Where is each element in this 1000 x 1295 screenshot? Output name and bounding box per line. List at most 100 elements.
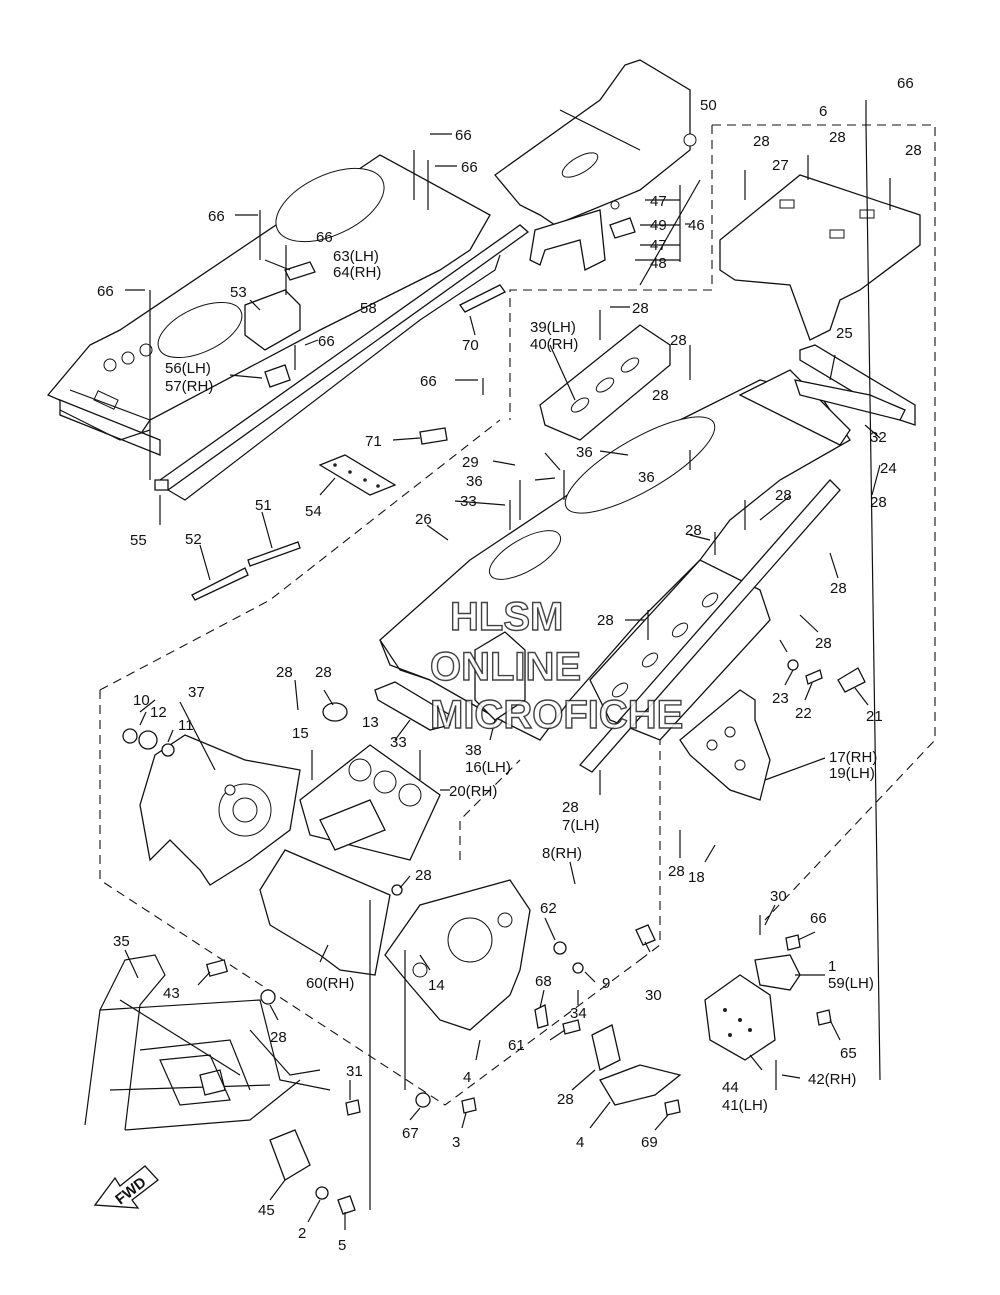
bolt-21 bbox=[805, 669, 823, 685]
callout-2: 45 bbox=[258, 1202, 275, 1219]
callout-28: 28 bbox=[775, 487, 792, 504]
callout-44: 28 bbox=[557, 1091, 574, 1108]
fwd-arrow-icon: FWD bbox=[93, 1165, 159, 1209]
callout-7: 28 bbox=[562, 799, 579, 816]
callout-6: 6 bbox=[819, 103, 827, 120]
bracket-23 bbox=[374, 681, 451, 731]
clip-38 bbox=[837, 667, 866, 693]
callout-13: 11 bbox=[178, 717, 194, 734]
callout-4: 31 bbox=[346, 1063, 363, 1080]
callout-16: 38 bbox=[465, 742, 482, 759]
callout-61: 65 bbox=[840, 1045, 857, 1062]
bolt-61 bbox=[816, 1009, 832, 1026]
slide-rail-7-8 bbox=[578, 479, 841, 773]
strip-51 bbox=[247, 541, 301, 567]
callout-23: 33 bbox=[390, 734, 407, 751]
plate-2 bbox=[269, 1129, 311, 1181]
bolt-45 bbox=[664, 1099, 681, 1116]
callout-27: 27 bbox=[772, 157, 789, 174]
callout-33: 33 bbox=[460, 493, 477, 510]
callout-12: 10 bbox=[133, 692, 150, 709]
callout-14: 60(RH) bbox=[306, 975, 354, 992]
callout-50: 50 bbox=[700, 97, 717, 114]
callout-25: 25 bbox=[836, 325, 853, 342]
callout-28: 28 bbox=[829, 129, 846, 146]
grommet-37 bbox=[322, 702, 348, 722]
callout-70: 70 bbox=[462, 337, 479, 354]
bearing-11 bbox=[138, 730, 158, 750]
callout-28: 4 bbox=[463, 1069, 471, 1086]
callout-45: 69 bbox=[641, 1134, 658, 1151]
callout-66: 30 bbox=[770, 888, 787, 905]
callout-30: 9 bbox=[602, 975, 610, 992]
grommet-65 bbox=[260, 989, 276, 1005]
nut-3 bbox=[415, 1092, 431, 1108]
callout-28: 18 bbox=[688, 869, 705, 886]
callout-11: 12 bbox=[150, 704, 167, 721]
tank-14 bbox=[259, 849, 391, 976]
callout-58: 58 bbox=[360, 300, 377, 317]
callout-57: 57(RH) bbox=[165, 378, 213, 395]
callout-4: 3 bbox=[452, 1134, 460, 1151]
callout-3: 67 bbox=[402, 1125, 419, 1142]
watermark-line3: MICROFICHE bbox=[430, 693, 683, 737]
bolt-31 bbox=[562, 1019, 581, 1035]
clip-34 bbox=[534, 1004, 549, 1029]
bolt-62 bbox=[785, 934, 801, 951]
callout-51: 51 bbox=[255, 497, 272, 514]
washer-13 bbox=[161, 743, 175, 757]
callout-24: 24 bbox=[880, 460, 897, 477]
bracket-41-42 bbox=[704, 974, 776, 1061]
nut-30 bbox=[572, 962, 584, 974]
callout-28: 28 bbox=[632, 300, 649, 317]
callout-43: 30 bbox=[645, 987, 662, 1004]
callout-60: 59(LH) bbox=[828, 975, 874, 992]
callout-40: 40(RH) bbox=[530, 336, 578, 353]
callout-28: 34 bbox=[570, 1005, 587, 1022]
callout-22: 23 bbox=[772, 690, 789, 707]
callout-64: 64(RH) bbox=[333, 264, 381, 281]
leader-lines bbox=[124, 133, 881, 1230]
callout-19: 17(RH) bbox=[829, 749, 877, 766]
callout-4: 5 bbox=[338, 1237, 346, 1254]
callout-55: 55 bbox=[130, 532, 147, 549]
ring-12 bbox=[122, 728, 138, 744]
callout-41: 44 bbox=[722, 1079, 739, 1096]
callout-18: 28 bbox=[668, 863, 685, 880]
callout-1: 35 bbox=[113, 933, 130, 950]
brace-19-20 bbox=[679, 689, 771, 801]
callout-28: 28 bbox=[815, 635, 832, 652]
strip-71 bbox=[419, 427, 448, 445]
strip-52 bbox=[191, 567, 249, 601]
callout-46: 46 bbox=[688, 217, 705, 234]
callout-39: 39(LH) bbox=[530, 319, 576, 336]
plate-54 bbox=[318, 454, 397, 496]
callout-38: 21 bbox=[866, 708, 883, 725]
callout-28: 28 bbox=[905, 142, 922, 159]
callout-63: 63(LH) bbox=[333, 248, 379, 265]
watermark: HLSM ONLINE MICROFICHE bbox=[429, 594, 684, 737]
callout-29: 29 bbox=[462, 454, 479, 471]
callout-67: 42(RH) bbox=[808, 1071, 856, 1088]
callout-28: 28 bbox=[870, 494, 887, 511]
callout-36: 36 bbox=[576, 444, 593, 461]
callout-20: 19(LH) bbox=[829, 765, 875, 782]
heat-exchanger-15 bbox=[299, 744, 441, 861]
callout-28: 20(RH) bbox=[449, 783, 497, 800]
callout-28: 28 bbox=[652, 387, 669, 404]
callout-66: 66 bbox=[97, 283, 114, 300]
callout-65: 28 bbox=[270, 1029, 287, 1046]
callout-5: 2 bbox=[298, 1225, 306, 1242]
bracket-44 bbox=[591, 1024, 621, 1071]
flap-69 bbox=[599, 1064, 682, 1106]
washer-22 bbox=[787, 659, 799, 671]
callout-34: 68 bbox=[535, 973, 552, 990]
callout-32: 32 bbox=[870, 429, 887, 446]
block-68 bbox=[205, 959, 229, 977]
callout-28: 28 bbox=[685, 522, 702, 539]
callout-10: 37 bbox=[188, 684, 205, 701]
callout-66: 66 bbox=[420, 373, 437, 390]
callout-68: 43 bbox=[163, 985, 180, 1002]
